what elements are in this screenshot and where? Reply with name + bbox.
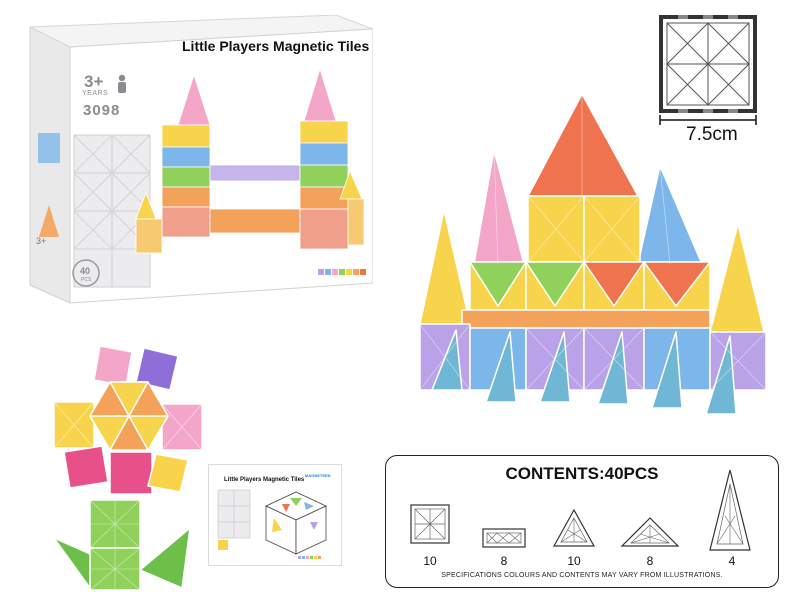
contents-panel: CONTENTS:40PCS 10 8 1 [385, 455, 779, 588]
box-piece-badge: 40 [80, 266, 91, 276]
contents-title: CONTENTS:40PCS [505, 464, 659, 483]
square-tile-count: 10 [423, 554, 437, 568]
mini-box-brand: MAGNETEEN [305, 473, 331, 478]
isosceles-triangle-tile-icon [708, 468, 752, 552]
product-box [28, 15, 373, 305]
box-side-age: 3+ [36, 236, 47, 246]
tile-size-label: 7.5cm [686, 124, 738, 145]
contents-disclaimer: SPECIFICATIONS COLOURS AND CONTENTS MAY … [441, 572, 723, 579]
square-tile-icon [410, 504, 450, 544]
box-piece-badge-unit: PCS [81, 277, 92, 283]
tile-diagram [658, 14, 758, 114]
equilateral-triangle-tile-count: 10 [567, 554, 581, 568]
dimension-line [658, 115, 758, 125]
castle-build-image [412, 92, 787, 422]
box-age-unit: YEARS [82, 90, 109, 97]
mini-box-art [214, 488, 338, 562]
child-icon [116, 74, 128, 94]
rectangle-tile-icon [482, 528, 526, 548]
isosceles-triangle-tile-count: 4 [728, 554, 736, 568]
mini-box-title: Little Players Magnetic Tiles [224, 477, 305, 483]
box-item-number: 3098 [83, 102, 121, 119]
box-age: 3+ [84, 72, 104, 91]
right-triangle-tile-icon [620, 516, 680, 548]
box-title: Little Players Magnetic Tiles [182, 38, 370, 54]
rectangle-tile-count: 8 [500, 554, 508, 568]
flower-build-image [50, 342, 230, 592]
equilateral-triangle-tile-icon [552, 508, 596, 548]
right-triangle-tile-count: 8 [646, 554, 654, 568]
